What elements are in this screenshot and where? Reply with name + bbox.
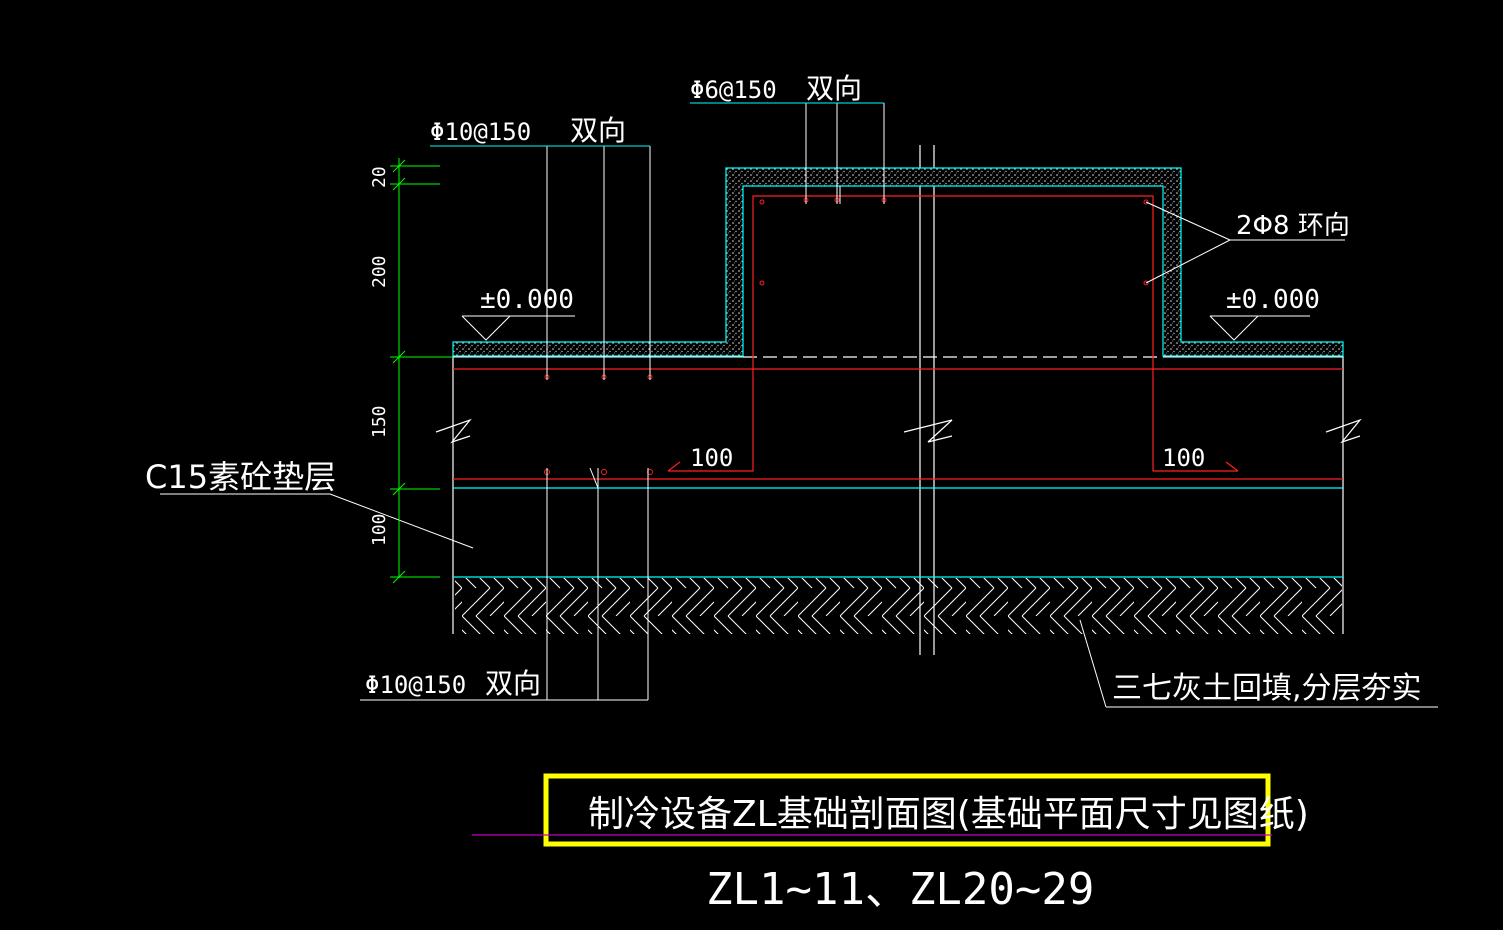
- top-rebar-left-spec: Φ10@150: [430, 118, 531, 146]
- bottom-rebar-dir: 双向: [485, 667, 541, 700]
- bottom-rebar-spec: Φ10@150: [365, 671, 466, 699]
- level-right-label: ±0.000: [1226, 285, 1320, 315]
- concrete-outline: [453, 487, 1343, 578]
- pedestal-rebar-spec: Φ6@150: [690, 76, 777, 104]
- backfill-hatch: [455, 578, 1342, 634]
- ring-rebar-label: 2Φ8 环向: [1236, 211, 1350, 241]
- rebar: [453, 195, 1343, 480]
- cushion-layer-label: C15素砼垫层: [145, 458, 336, 496]
- anchor-left-label: 100: [690, 444, 733, 472]
- title-highlight-box: [543, 773, 1271, 847]
- dim-100: 100: [369, 513, 390, 546]
- leader-cyan: [430, 102, 884, 147]
- anchor-right-label: 100: [1162, 444, 1205, 472]
- level-marker-right: [1209, 315, 1310, 341]
- rebar-dots: [544, 197, 1149, 475]
- foundation-slab: [435, 145, 1362, 655]
- dimension-chain: [390, 158, 453, 584]
- level-left-label: ±0.000: [480, 285, 574, 315]
- pedestal-rebar-dir: 双向: [806, 72, 862, 105]
- dim-150: 150: [369, 405, 390, 438]
- dim-20: 20: [369, 166, 390, 188]
- level-marker-left: [461, 315, 575, 341]
- backfill-label: 三七灰土回填,分层夯实: [1112, 671, 1422, 706]
- topping-layer: [452, 167, 1344, 357]
- leader-lines: [160, 103, 1438, 708]
- top-rebar-left-dir: 双向: [570, 114, 626, 147]
- drawing-title: 制冷设备ZL基础剖面图(基础平面尺寸见图纸): [588, 794, 1309, 835]
- dim-200: 200: [369, 255, 390, 288]
- drawing-subtitle: ZL1~11、ZL20~29: [706, 864, 1094, 915]
